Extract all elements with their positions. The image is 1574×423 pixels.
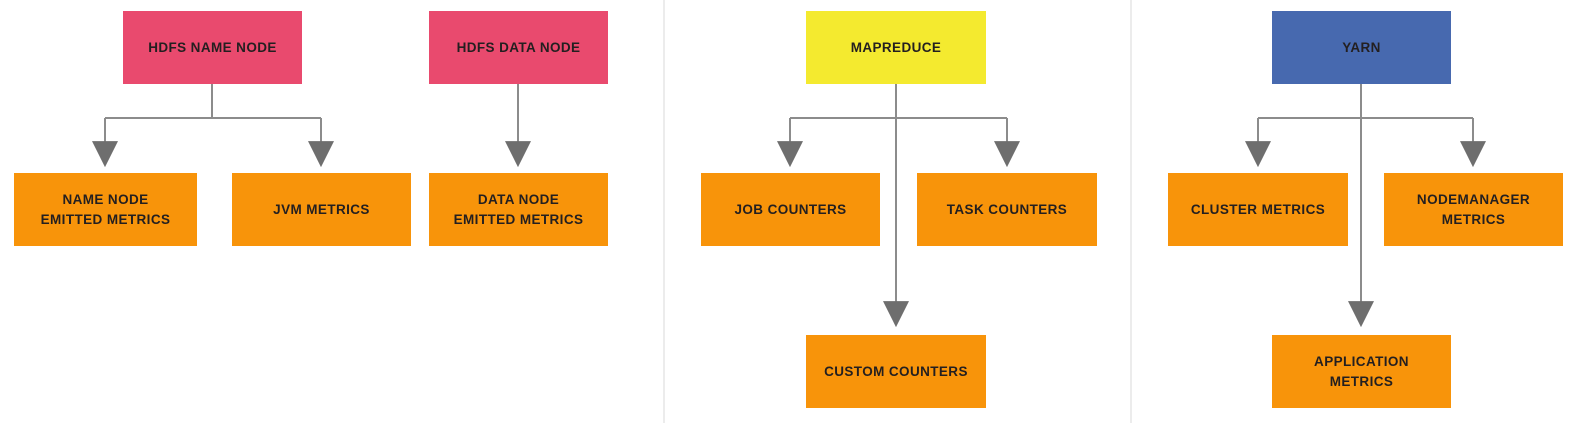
node-data-node-emitted-metrics: DATA NODE EMITTED METRICS (429, 173, 608, 246)
node-jvm-metrics: JVM METRICS (232, 173, 411, 246)
node-mapreduce: MAPREDUCE (806, 11, 986, 84)
node-hdfs-data-node: HDFS DATA NODE (429, 11, 608, 84)
section-divider-right (1130, 0, 1132, 423)
node-hdfs-name-node: HDFS NAME NODE (123, 11, 302, 84)
node-application-metrics: APPLICATION METRICS (1272, 335, 1451, 408)
node-name-node-emitted-metrics: NAME NODE EMITTED METRICS (14, 173, 197, 246)
node-task-counters: TASK COUNTERS (917, 173, 1097, 246)
node-cluster-metrics: CLUSTER METRICS (1168, 173, 1348, 246)
node-job-counters: JOB COUNTERS (701, 173, 880, 246)
node-nodemanager-metrics: NODEMANAGER METRICS (1384, 173, 1563, 246)
node-yarn: YARN (1272, 11, 1451, 84)
node-custom-counters: CUSTOM COUNTERS (806, 335, 986, 408)
section-divider-left (663, 0, 665, 423)
